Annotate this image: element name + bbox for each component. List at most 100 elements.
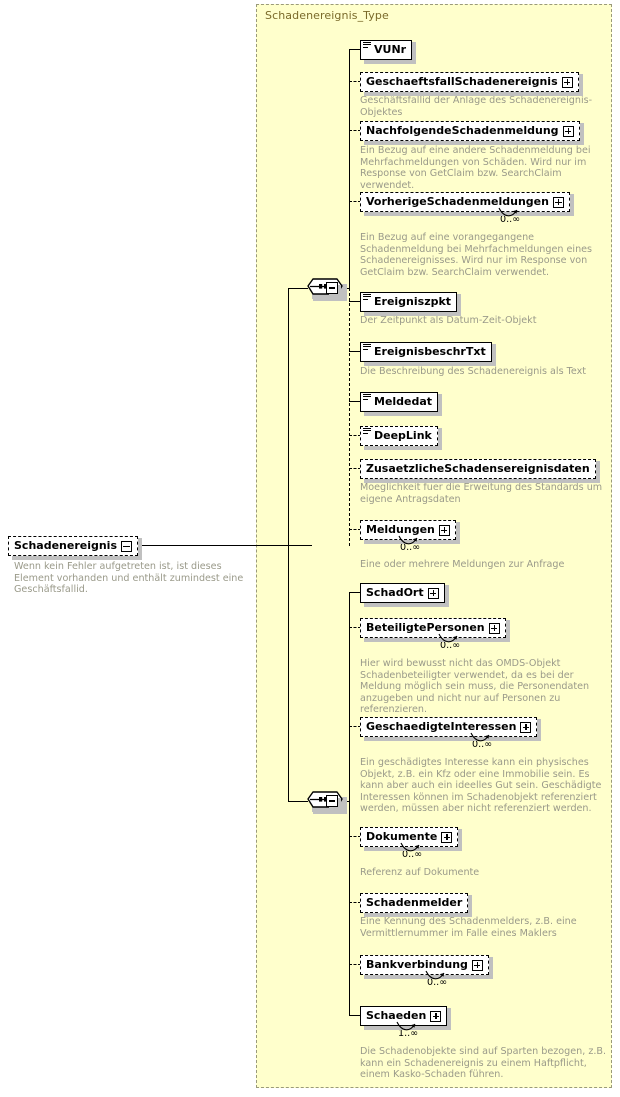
occurrence-label: 0..∞	[427, 977, 448, 988]
element-node-geschaeftsfallschadenereignis[interactable]: GeschaeftsfallSchadenereignis	[360, 70, 583, 96]
root-element-box[interactable]: Schadenereignis	[8, 534, 143, 560]
occurrence-label: 0..∞	[440, 640, 461, 651]
branch-beteiligtepersonen	[349, 627, 361, 628]
repeat-arc-icon	[470, 731, 492, 750]
branch-deeplink	[349, 435, 361, 436]
occurrence-label: 0..∞	[500, 214, 521, 225]
expand-plus-icon[interactable]	[520, 721, 532, 733]
element-label: NachfolgendeSchadenmeldung	[366, 124, 559, 137]
element-node-schadort[interactable]: SchadOrt	[360, 581, 449, 607]
element-node-vunr[interactable]: VUNr	[360, 38, 417, 64]
element-box[interactable]: Meldungen	[360, 520, 456, 540]
element-node-meldedat[interactable]: Meldedat	[360, 390, 443, 416]
spine-branch-bottom	[288, 801, 308, 803]
element-label: Meldedat	[374, 395, 433, 408]
expand-plus-icon[interactable]	[427, 587, 439, 599]
element-annotation: Der Zeitpunkt als Datum-Zeit-Objekt	[360, 315, 537, 326]
element-node-meldungen[interactable]: Meldungen	[360, 518, 460, 544]
expand-plus-icon[interactable]	[430, 1010, 442, 1022]
expand-plus-icon[interactable]	[471, 959, 483, 971]
element-box[interactable]: Schadenmelder	[360, 893, 469, 913]
simple-type-icon	[363, 42, 371, 48]
element-label: SchadOrt	[366, 586, 424, 599]
branch-ereignisbeschr	[349, 351, 361, 353]
sequence-2-collapse-toggle[interactable]	[326, 795, 341, 810]
expand-plus-icon[interactable]	[561, 76, 573, 88]
spine-branch-top	[288, 288, 308, 290]
sequence-1-collapse-toggle[interactable]	[326, 282, 341, 297]
element-label: Meldungen	[366, 523, 435, 536]
element-annotation: Eine oder mehrere Meldungen zur Anfrage	[360, 559, 565, 570]
element-annotation: Moeglichkeit fuer die Erweitung des Stan…	[360, 482, 603, 505]
sequence-2-tree-vertical-upper	[349, 592, 351, 802]
element-box[interactable]: VUNr	[360, 40, 413, 60]
element-node-ereignisbeschrtxt[interactable]: EreignisbeschrTxt	[360, 340, 496, 366]
element-label: Ereigniszpkt	[374, 295, 452, 308]
element-node-vorherigeschadenmeldungen[interactable]: VorherigeSchadenmeldungen	[360, 190, 574, 216]
element-box[interactable]: Schaeden	[360, 1006, 448, 1026]
element-label: EreignisbeschrTxt	[374, 345, 486, 358]
branch-bankverbindung	[349, 964, 361, 965]
expand-plus-icon[interactable]	[488, 622, 500, 634]
element-annotation: Die Schadenobjekte sind auf Sparten bezo…	[360, 1046, 607, 1081]
element-annotation: Die Beschreibung des Schadenereignis als…	[360, 366, 587, 377]
simple-type-icon	[363, 428, 371, 434]
element-node-bankverbindung[interactable]: Bankverbindung	[360, 953, 493, 979]
branch-schadort	[349, 592, 361, 594]
root-element-label: Schadenereignis	[14, 539, 118, 552]
branch-nachfolgende	[349, 130, 361, 131]
element-node-schaeden[interactable]: Schaeden	[360, 1004, 452, 1030]
simple-type-icon	[363, 394, 371, 400]
element-label: Schadenmelder	[366, 896, 463, 909]
element-box[interactable]: GeschaeftsfallSchadenereignis	[360, 72, 579, 92]
root-element-label-box[interactable]: Schadenereignis	[8, 536, 139, 556]
branch-geschaedigteinteressen	[349, 726, 361, 727]
element-box[interactable]: Dokumente	[360, 827, 459, 847]
branch-vorherige	[349, 201, 361, 202]
sequence-2-tree-vertical-lower	[349, 801, 351, 1016]
element-box[interactable]: SchadOrt	[360, 583, 445, 603]
element-box[interactable]: Bankverbindung	[360, 955, 489, 975]
element-box[interactable]: Ereigniszpkt	[360, 292, 458, 312]
repeat-arc-icon	[396, 1020, 418, 1039]
element-box[interactable]: BeteiligtePersonen	[360, 618, 506, 638]
branch-dokumente	[349, 836, 361, 837]
element-box[interactable]: Meldedat	[360, 392, 439, 412]
element-annotation: Ein Bezug auf eine vorangegangene Schade…	[360, 232, 593, 278]
repeat-arc-icon	[498, 206, 520, 225]
element-node-schadenmelder[interactable]: Schadenmelder	[360, 891, 473, 917]
collapse-minus-icon[interactable]	[121, 540, 133, 552]
element-box[interactable]: ZusaetzlicheSchadensereignisdaten	[360, 459, 596, 479]
repeat-arc-icon	[398, 534, 420, 553]
root-connector-line	[122, 545, 312, 547]
element-node-deeplink[interactable]: DeepLink	[360, 424, 442, 450]
sequence-1-tree-vertical-solid	[349, 49, 351, 289]
branch-schaeden	[349, 1015, 361, 1017]
element-node-ereigniszpkt[interactable]: Ereigniszpkt	[360, 290, 462, 316]
element-annotation: Hier wird bewusst nicht das OMDS-Objekt …	[360, 658, 590, 716]
expand-plus-icon[interactable]	[562, 125, 574, 137]
expand-plus-icon[interactable]	[552, 196, 564, 208]
branch-vunr	[349, 49, 361, 51]
element-label: VorherigeSchadenmeldungen	[366, 195, 549, 208]
simple-type-icon	[363, 294, 371, 300]
element-node-geschaedigteinteressen[interactable]: GeschaedigteInteressen	[360, 715, 542, 741]
type-title: Schadenereignis_Type	[265, 9, 389, 22]
element-label: GeschaeftsfallSchadenereignis	[366, 75, 558, 88]
element-label: DeepLink	[374, 429, 432, 442]
expand-plus-icon[interactable]	[441, 831, 453, 843]
element-node-beteiligtepersonen[interactable]: BeteiligtePersonen	[360, 616, 510, 642]
element-node-zusaetzlicheschadensereignisdaten[interactable]: ZusaetzlicheSchadensereignisdaten	[360, 457, 600, 483]
element-label: Dokumente	[366, 830, 438, 843]
expand-plus-icon[interactable]	[438, 524, 450, 536]
element-box[interactable]: EreignisbeschrTxt	[360, 342, 492, 362]
element-node-dokumente[interactable]: Dokumente	[360, 825, 463, 851]
element-box[interactable]: GeschaedigteInteressen	[360, 717, 538, 737]
root-element-node[interactable]: Schadenereignis	[8, 534, 143, 560]
element-node-nachfolgendeschadenmeldung[interactable]: NachfolgendeSchadenmeldung	[360, 119, 584, 145]
simple-type-icon	[363, 344, 371, 350]
element-box[interactable]: NachfolgendeSchadenmeldung	[360, 121, 580, 141]
element-box[interactable]: VorherigeSchadenmeldungen	[360, 192, 570, 212]
branch-schadenmelder	[349, 902, 361, 903]
element-box[interactable]: DeepLink	[360, 426, 438, 446]
